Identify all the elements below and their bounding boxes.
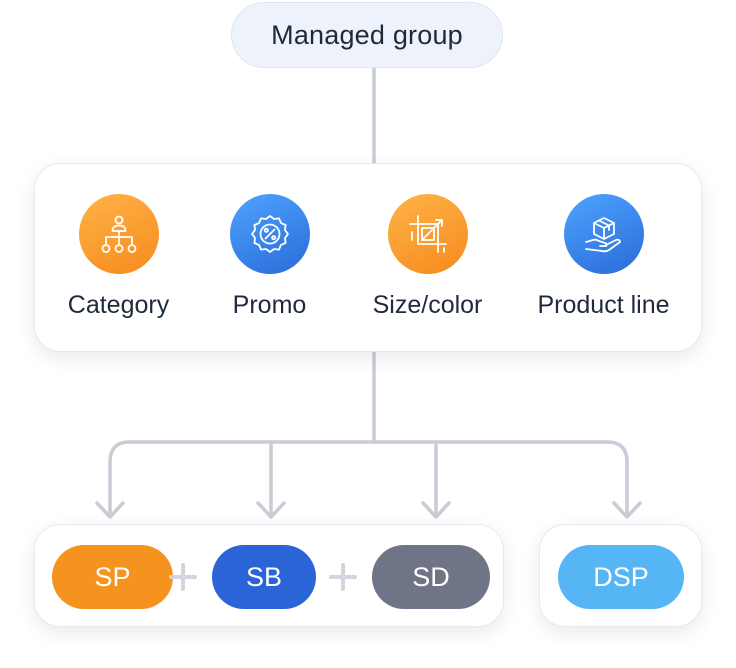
crop-resize-icon	[387, 194, 468, 274]
dimension-product-line: Product line	[520, 164, 687, 353]
dsp-label: DSP	[593, 561, 649, 592]
plus-icon	[325, 545, 361, 609]
plus-icon	[165, 545, 201, 609]
dimension-label: Promo	[232, 291, 307, 319]
grouping-dimensions-card: Category Promo Size/co	[34, 163, 702, 352]
sponsored-ads-card: SP SB SD	[34, 524, 504, 627]
managed-group-label: Managed group	[271, 19, 463, 50]
dimension-label: Category	[67, 291, 170, 319]
category-hierarchy-icon	[78, 194, 159, 274]
percent-badge-icon	[229, 194, 310, 274]
dimension-size-color: Size/color	[344, 164, 511, 353]
sb-pill: SB	[212, 545, 316, 609]
dimension-promo: Promo	[186, 164, 353, 353]
dsp-pill: DSP	[558, 545, 684, 609]
sd-pill: SD	[372, 545, 490, 609]
dimension-label: Product line	[537, 291, 670, 319]
sp-pill: SP	[52, 545, 173, 609]
managed-group-node: Managed group	[231, 2, 503, 68]
sb-label: SB	[245, 561, 283, 592]
dsp-card: DSP	[539, 524, 702, 627]
dimension-label: Size/color	[372, 291, 483, 319]
dimension-category: Category	[35, 164, 202, 353]
hand-box-icon	[563, 194, 644, 274]
sd-label: SD	[412, 561, 450, 592]
sp-label: SP	[94, 561, 131, 592]
